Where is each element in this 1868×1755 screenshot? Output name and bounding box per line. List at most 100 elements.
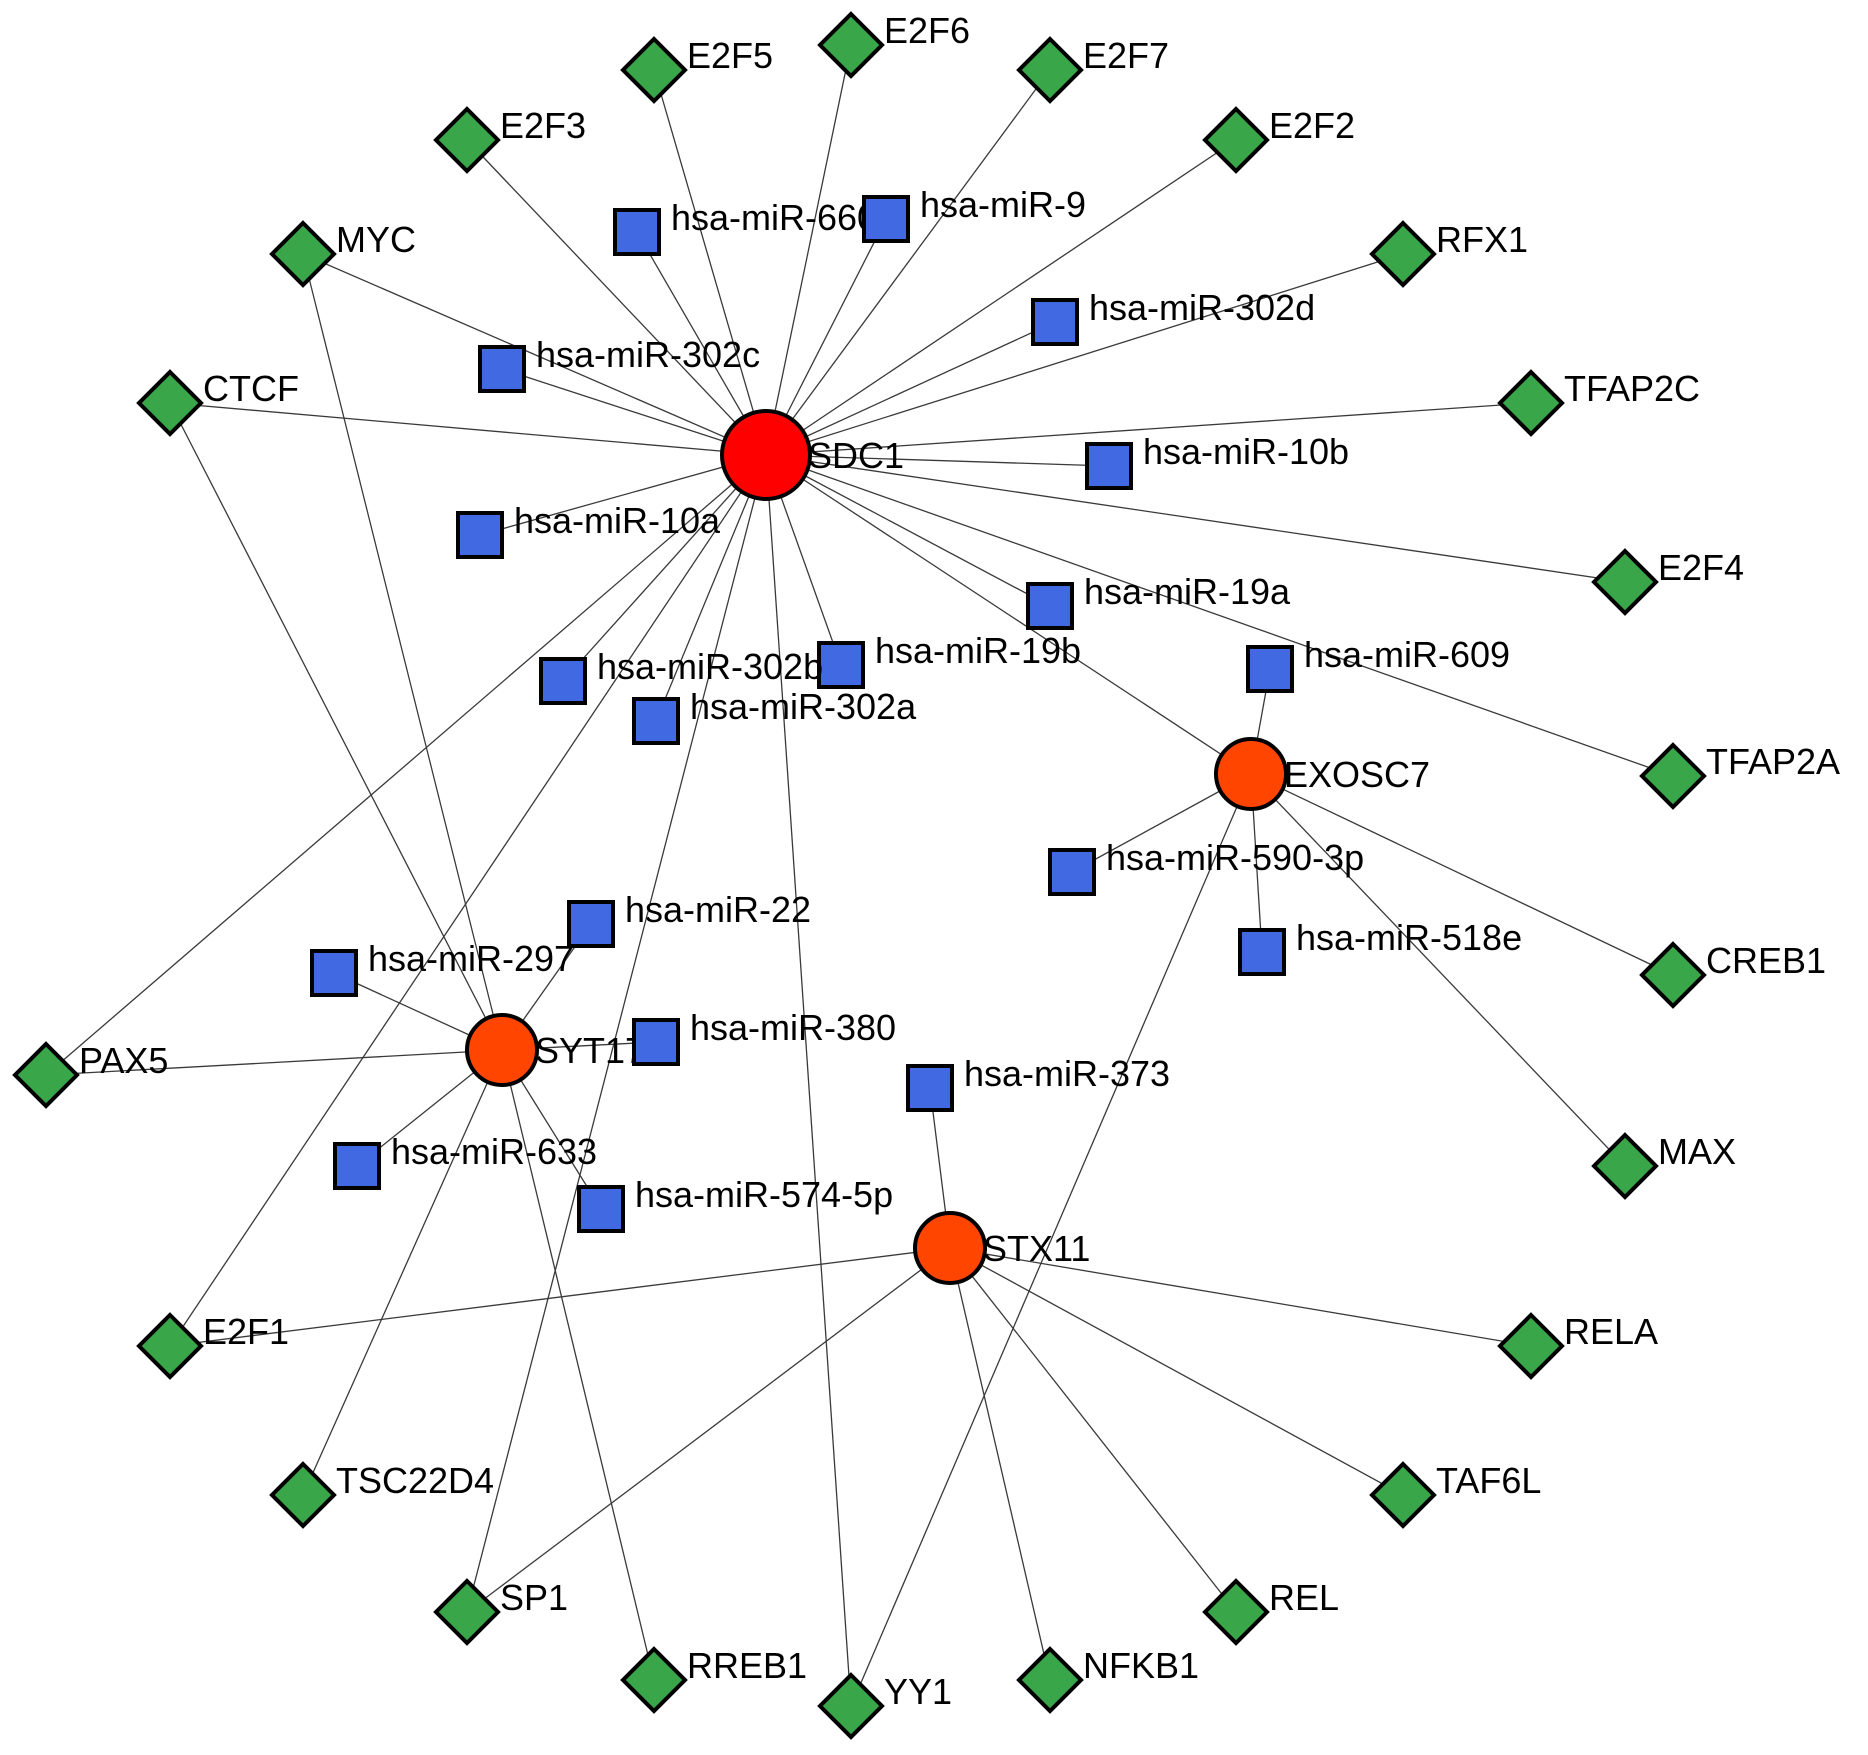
node-exosc7[interactable]: EXOSC7 — [1214, 737, 1430, 811]
node-hsa-mir-10a[interactable]: hsa-miR-10a — [456, 500, 721, 559]
node-nfkb1[interactable]: NFKB1 — [1016, 1645, 1199, 1714]
mirna-square — [333, 1142, 381, 1190]
node-label: hsa-miR-633 — [391, 1131, 597, 1172]
node-rela[interactable]: RELA — [1497, 1311, 1658, 1380]
mirna-square — [1238, 928, 1286, 976]
node-hsa-mir-19a[interactable]: hsa-miR-19a — [1026, 571, 1291, 630]
node-label: MAX — [1658, 1131, 1736, 1172]
node-taf6l[interactable]: TAF6L — [1369, 1460, 1541, 1529]
tf-diamond — [136, 369, 204, 437]
node-label: E2F4 — [1658, 547, 1744, 588]
tf-diamond — [269, 220, 337, 288]
tf-diamond — [1369, 220, 1437, 288]
node-e2f5[interactable]: E2F5 — [620, 35, 773, 104]
tf-diamond — [1016, 36, 1084, 104]
node-max[interactable]: MAX — [1591, 1131, 1736, 1200]
edge-exosc7-to-creb1 — [1250, 773, 1674, 976]
node-label: TSC22D4 — [336, 1460, 494, 1501]
node-label: hsa-miR-297 — [368, 938, 574, 979]
node-e2f4[interactable]: E2F4 — [1591, 547, 1744, 616]
edge-sdc1-to-hsa-mir-302d — [765, 321, 1056, 456]
edge-sdc1-to-e2f3 — [466, 139, 767, 456]
node-label: hsa-miR-518e — [1296, 917, 1522, 958]
mirna-square — [310, 949, 358, 997]
node-hsa-mir-302b[interactable]: hsa-miR-302b — [539, 646, 823, 705]
node-hsa-mir-302c[interactable]: hsa-miR-302c — [478, 334, 760, 393]
node-e2f6[interactable]: E2F6 — [817, 10, 970, 79]
mirna-square — [478, 345, 526, 393]
mirna-square — [632, 697, 680, 745]
mirna-square — [456, 511, 504, 559]
node-e2f3[interactable]: E2F3 — [433, 105, 586, 174]
node-rreb1[interactable]: RREB1 — [620, 1645, 807, 1714]
tf-diamond — [620, 36, 688, 104]
node-label: hsa-miR-373 — [964, 1053, 1170, 1094]
node-label: E2F1 — [203, 1311, 289, 1352]
node-hsa-mir-590-3p[interactable]: hsa-miR-590-3p — [1048, 837, 1364, 896]
node-tfap2c[interactable]: TFAP2C — [1497, 368, 1700, 437]
node-label: hsa-miR-380 — [690, 1007, 896, 1048]
edge-sdc1-to-e2f7 — [765, 69, 1051, 456]
mirna-square — [1031, 298, 1079, 346]
node-sdc1[interactable]: SDC1 — [720, 409, 904, 501]
node-e2f1[interactable]: E2F1 — [136, 1311, 289, 1380]
node-label: CTCF — [203, 368, 299, 409]
node-creb1[interactable]: CREB1 — [1639, 940, 1826, 1009]
node-syt17[interactable]: SYT17 — [465, 1013, 645, 1087]
node-hsa-mir-373[interactable]: hsa-miR-373 — [906, 1053, 1170, 1112]
mirna-square — [567, 900, 615, 948]
node-hsa-mir-302d[interactable]: hsa-miR-302d — [1031, 287, 1315, 346]
node-hsa-mir-660[interactable]: hsa-miR-660 — [613, 197, 877, 256]
node-hsa-mir-380[interactable]: hsa-miR-380 — [632, 1007, 896, 1066]
node-hsa-mir-574-5p[interactable]: hsa-miR-574-5p — [577, 1174, 893, 1233]
edge-sdc1-to-rfx1 — [765, 253, 1404, 456]
node-yy1[interactable]: YY1 — [817, 1671, 952, 1740]
node-hsa-mir-19b[interactable]: hsa-miR-19b — [817, 630, 1081, 689]
node-sp1[interactable]: SP1 — [433, 1577, 568, 1646]
node-tsc22d4[interactable]: TSC22D4 — [269, 1460, 494, 1529]
node-hsa-mir-22[interactable]: hsa-miR-22 — [567, 889, 811, 948]
node-rfx1[interactable]: RFX1 — [1369, 219, 1528, 288]
edge-sdc1-to-tfap2c — [765, 402, 1532, 456]
edge-sdc1-to-hsa-mir-10a — [479, 454, 767, 536]
node-rel[interactable]: REL — [1202, 1577, 1339, 1646]
node-ctcf[interactable]: CTCF — [136, 368, 299, 437]
node-hsa-mir-518e[interactable]: hsa-miR-518e — [1238, 917, 1522, 976]
node-label: hsa-miR-302b — [597, 646, 823, 687]
node-label: hsa-miR-660 — [671, 197, 877, 238]
edge-sdc1-to-hsa-mir-302a — [655, 454, 767, 722]
tf-diamond — [817, 1672, 885, 1740]
node-stx11[interactable]: STX11 — [913, 1211, 1090, 1285]
node-hsa-mir-297[interactable]: hsa-miR-297 — [310, 938, 574, 997]
node-e2f2[interactable]: E2F2 — [1202, 105, 1355, 174]
node-label: RELA — [1564, 1311, 1658, 1352]
node-label: NFKB1 — [1083, 1645, 1199, 1686]
node-tfap2a[interactable]: TFAP2A — [1639, 741, 1840, 810]
mirna-square — [613, 208, 661, 256]
edge-sdc1-to-yy1 — [765, 454, 852, 1707]
node-label: STX11 — [983, 1228, 1090, 1269]
mirna-square — [906, 1064, 954, 1112]
node-hsa-mir-9[interactable]: hsa-miR-9 — [862, 184, 1086, 243]
node-myc[interactable]: MYC — [269, 219, 416, 288]
mirna-square — [862, 195, 910, 243]
node-label: TFAP2C — [1564, 368, 1700, 409]
node-hsa-mir-609[interactable]: hsa-miR-609 — [1246, 634, 1510, 693]
node-label: TAF6L — [1436, 1460, 1541, 1501]
node-label: hsa-miR-302d — [1089, 287, 1315, 328]
gene-circle — [720, 409, 812, 501]
node-label: REL — [1269, 1577, 1339, 1618]
node-pax5[interactable]: PAX5 — [12, 1040, 168, 1109]
mirna-square — [539, 657, 587, 705]
edge-syt17-to-myc — [302, 253, 503, 1051]
node-hsa-mir-10b[interactable]: hsa-miR-10b — [1085, 431, 1349, 490]
node-label: E2F5 — [687, 35, 773, 76]
node-hsa-mir-302a[interactable]: hsa-miR-302a — [632, 686, 917, 745]
node-label: RREB1 — [687, 1645, 807, 1686]
node-hsa-mir-633[interactable]: hsa-miR-633 — [333, 1131, 597, 1190]
tf-diamond — [1369, 1461, 1437, 1529]
edge-stx11-to-nfkb1 — [949, 1247, 1051, 1681]
node-e2f7[interactable]: E2F7 — [1016, 35, 1169, 104]
node-label: hsa-miR-590-3p — [1106, 837, 1364, 878]
edge-syt17-to-ctcf — [169, 402, 503, 1051]
